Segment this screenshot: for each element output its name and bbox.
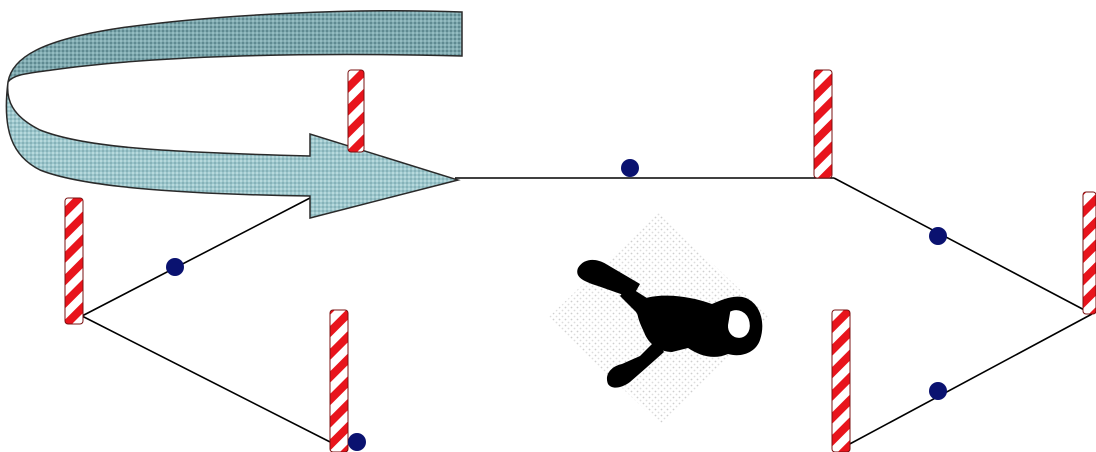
rope-segment (833, 177, 1093, 315)
scuba-diver-icon (548, 212, 770, 424)
striped-pole-icon (831, 309, 851, 452)
rope-segment (81, 197, 311, 317)
blue-buoy-icon (348, 433, 366, 451)
diver-fin (577, 259, 640, 298)
diver-arm (606, 340, 664, 388)
rope-lines (81, 177, 1093, 447)
blue-buoy-icon (929, 382, 947, 400)
rope-segment (81, 315, 339, 447)
rope-segment (845, 313, 1093, 447)
diver-head (723, 305, 755, 343)
striped-pole-icon (813, 69, 833, 179)
arrow-band-front (5, 81, 461, 219)
blue-buoy-icon (621, 159, 639, 177)
striped-pole-icon (1082, 191, 1096, 315)
blue-buoy-icon (166, 258, 184, 276)
striped-pole-icon (64, 197, 84, 325)
arrow-band-back (7, 10, 463, 83)
poles (64, 69, 1096, 452)
striped-pole-icon (347, 69, 365, 153)
markers (166, 159, 947, 451)
striped-pole-icon (329, 309, 349, 452)
blue-buoy-icon (929, 227, 947, 245)
curved-arrow-icon (5, 10, 463, 219)
